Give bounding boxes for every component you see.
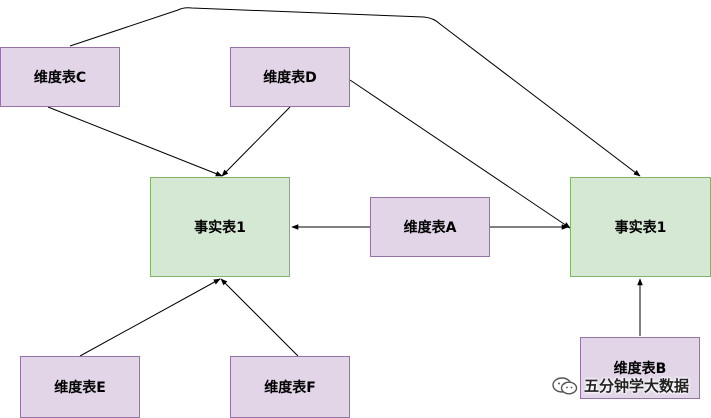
node-dim-d[interactable]: 维度表D bbox=[230, 47, 350, 107]
edge-dim-c-to-fact-1-left bbox=[47, 106, 223, 177]
node-dim-e[interactable]: 维度表E bbox=[20, 356, 140, 418]
node-dim-d-label: 维度表D bbox=[263, 70, 317, 86]
node-dim-f-label: 维度表F bbox=[264, 380, 316, 396]
node-dim-c-label: 维度表C bbox=[33, 70, 87, 86]
node-dim-b-label: 维度表B bbox=[613, 361, 667, 377]
edge-dim-f-to-fact-1-left bbox=[220, 278, 299, 357]
node-dim-e-label: 维度表E bbox=[54, 380, 106, 396]
node-dim-a[interactable]: 维度表A bbox=[370, 197, 490, 257]
edge-dim-e-to-fact-1-left bbox=[79, 278, 221, 357]
node-dim-f[interactable]: 维度表F bbox=[230, 356, 350, 418]
watermark-text: 五分钟学大数据 bbox=[583, 377, 689, 395]
edge-dim-c-to-fact-1-right bbox=[69, 7, 641, 177]
node-dim-a-label: 维度表A bbox=[403, 220, 457, 236]
wechat-icon bbox=[552, 376, 578, 395]
node-dim-b[interactable]: 维度表B bbox=[580, 337, 700, 399]
node-fact-1-right[interactable]: 事实表1 bbox=[570, 177, 711, 277]
watermark: 五分钟学大数据 bbox=[552, 375, 689, 396]
edge-dim-d-to-fact-1-left bbox=[221, 106, 291, 177]
node-fact-1-left[interactable]: 事实表1 bbox=[150, 177, 290, 277]
node-fact-1-right-label: 事实表1 bbox=[614, 220, 667, 236]
node-fact-1-left-label: 事实表1 bbox=[194, 220, 246, 236]
edge-dim-d-to-fact-1-right bbox=[349, 79, 571, 229]
node-dim-c[interactable]: 维度表C bbox=[0, 47, 120, 107]
